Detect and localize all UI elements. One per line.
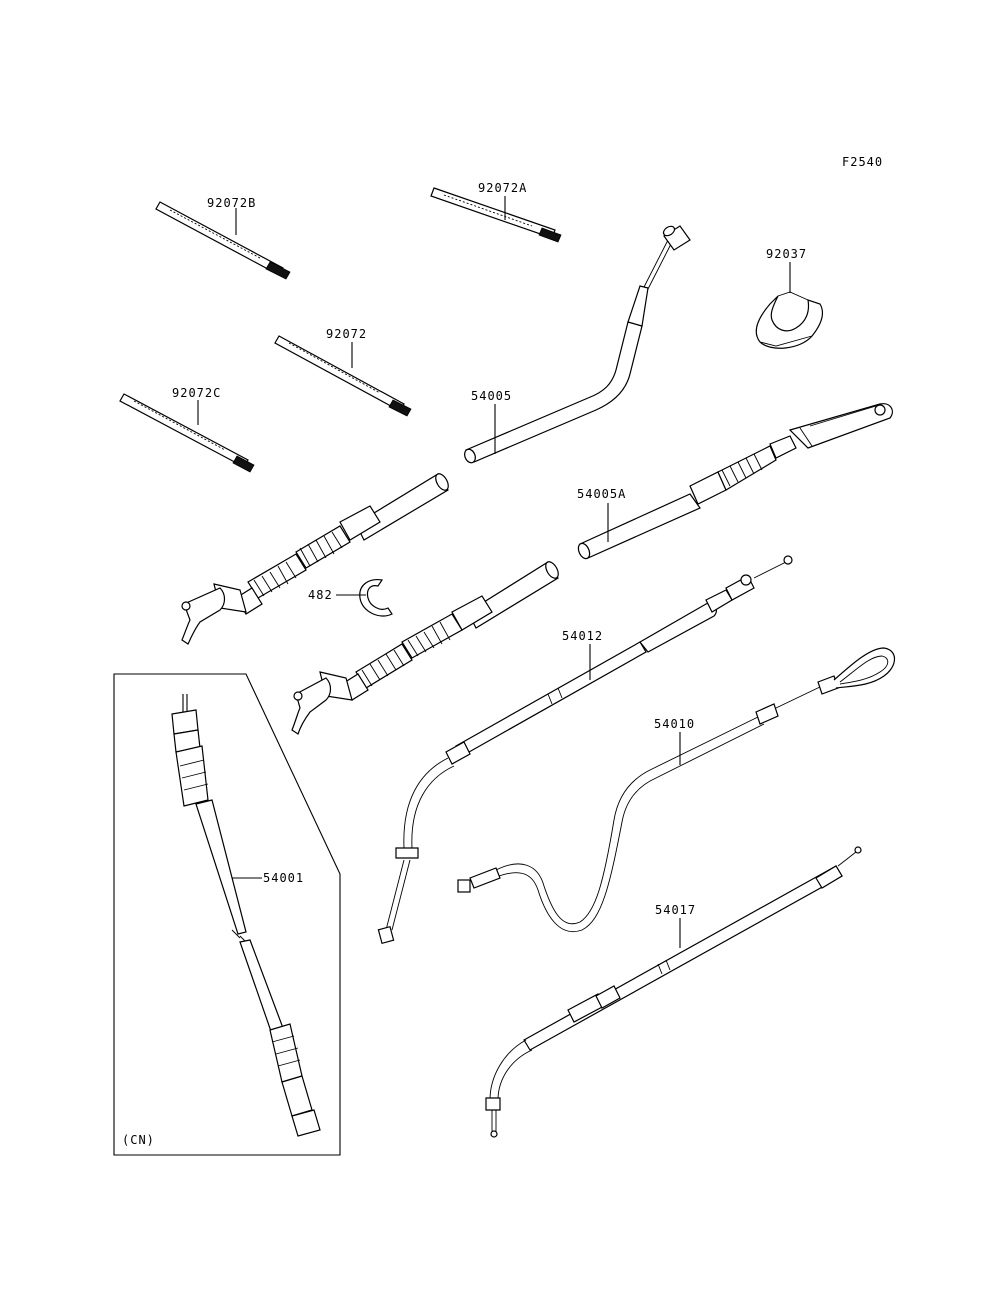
cable-54017[interactable]: 54017 xyxy=(485,846,862,1138)
cable-54001[interactable]: 54001 xyxy=(171,694,321,1137)
cable-54012[interactable]: 54012 xyxy=(377,555,793,945)
cn-region-box: (CN) xyxy=(113,673,341,1156)
cable-54010[interactable]: 54010 xyxy=(457,647,896,933)
label-54010: 54010 xyxy=(654,717,695,731)
cable-54005[interactable]: 54005 xyxy=(463,224,691,464)
label-92072: 92072 xyxy=(326,327,367,341)
label-54005: 54005 xyxy=(471,389,512,403)
label-92072b: 92072B xyxy=(207,196,256,210)
label-92072a: 92072A xyxy=(478,181,527,195)
circlip-482[interactable]: 482 xyxy=(308,579,393,617)
cable-housing-lower[interactable] xyxy=(291,560,561,735)
label-92072c: 92072C xyxy=(172,386,221,400)
label-54001: 54001 xyxy=(263,871,304,885)
figure-code: F2540 xyxy=(842,155,883,169)
clamp-92037[interactable]: 92037 xyxy=(755,247,824,349)
label-54005a: 54005A xyxy=(577,487,626,501)
cable-54005a[interactable]: 54005A xyxy=(576,403,893,561)
cable-tie-92072a[interactable]: 92072A xyxy=(430,181,562,243)
cable-tie-92072b[interactable]: 92072B xyxy=(155,196,291,280)
label-92037: 92037 xyxy=(766,247,807,261)
cable-tie-92072c[interactable]: 92072C xyxy=(119,386,255,473)
region-note: (CN) xyxy=(122,1133,155,1147)
label-54017: 54017 xyxy=(655,903,696,917)
label-54012: 54012 xyxy=(562,629,603,643)
label-482: 482 xyxy=(308,588,333,602)
cable-tie-92072[interactable]: 92072 xyxy=(274,327,412,417)
cable-housing-upper[interactable] xyxy=(181,472,451,645)
